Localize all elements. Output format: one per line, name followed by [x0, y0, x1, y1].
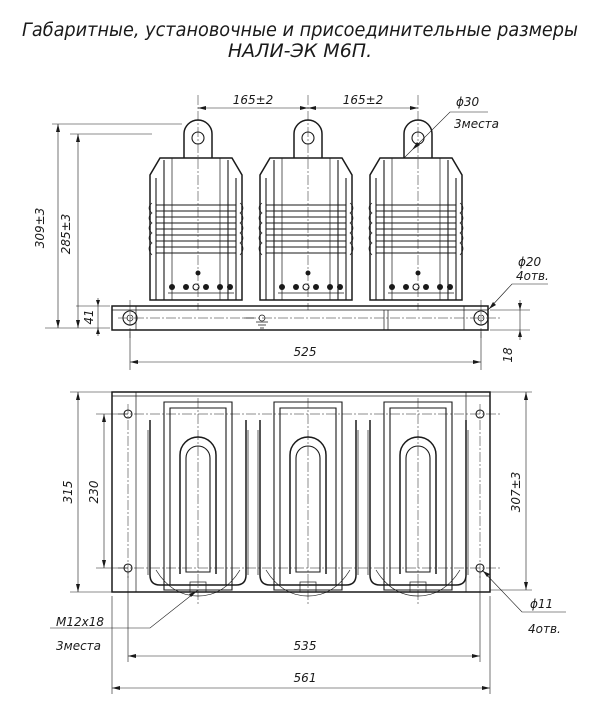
- ground-icon: [244, 314, 268, 329]
- dim-thread-m12: М12х18: [56, 615, 104, 629]
- transformer-front-1: [148, 119, 244, 301]
- dim-depth-230: 230: [87, 480, 101, 503]
- dim-hole-d30: ϕ30: [456, 95, 480, 109]
- dim-height-309: 309±3: [33, 208, 47, 249]
- title-line-2: НАЛИ-ЭК М6П.: [228, 40, 372, 62]
- dim-height-285: 285±3: [59, 214, 73, 255]
- front-view: 165±2 165±2 ϕ30 3места 309±3 285±3 41 ϕ2…: [33, 93, 549, 370]
- transformer-front-2: [258, 119, 354, 301]
- title-line-1: Габаритные, установочные и присоединител…: [22, 19, 578, 41]
- dim-base-18: 18: [501, 347, 515, 363]
- dim-pitch-right: 165±2: [343, 93, 384, 107]
- dim-width-535: 535: [294, 639, 317, 653]
- dim-thread-m12-count: 3места: [56, 639, 101, 653]
- dim-width-525: 525: [294, 345, 317, 359]
- dim-base-41: 41: [82, 309, 96, 324]
- dim-hole-d20-count: 4отв.: [516, 269, 549, 283]
- dim-hole-d30-count: 3места: [454, 117, 499, 131]
- dim-hole-d11: ϕ11: [530, 597, 553, 611]
- dim-width-561: 561: [294, 671, 317, 685]
- dim-depth-307: 307±3: [509, 472, 523, 513]
- dim-depth-315: 315: [61, 481, 75, 504]
- dim-hole-d20: ϕ20: [518, 255, 542, 269]
- dim-pitch-left: 165±2: [233, 93, 274, 107]
- plan-view: 315 230 307±3 ϕ11 4отв. М12х18 3места 53…: [50, 391, 566, 694]
- dim-hole-d11-count: 4отв.: [528, 622, 561, 636]
